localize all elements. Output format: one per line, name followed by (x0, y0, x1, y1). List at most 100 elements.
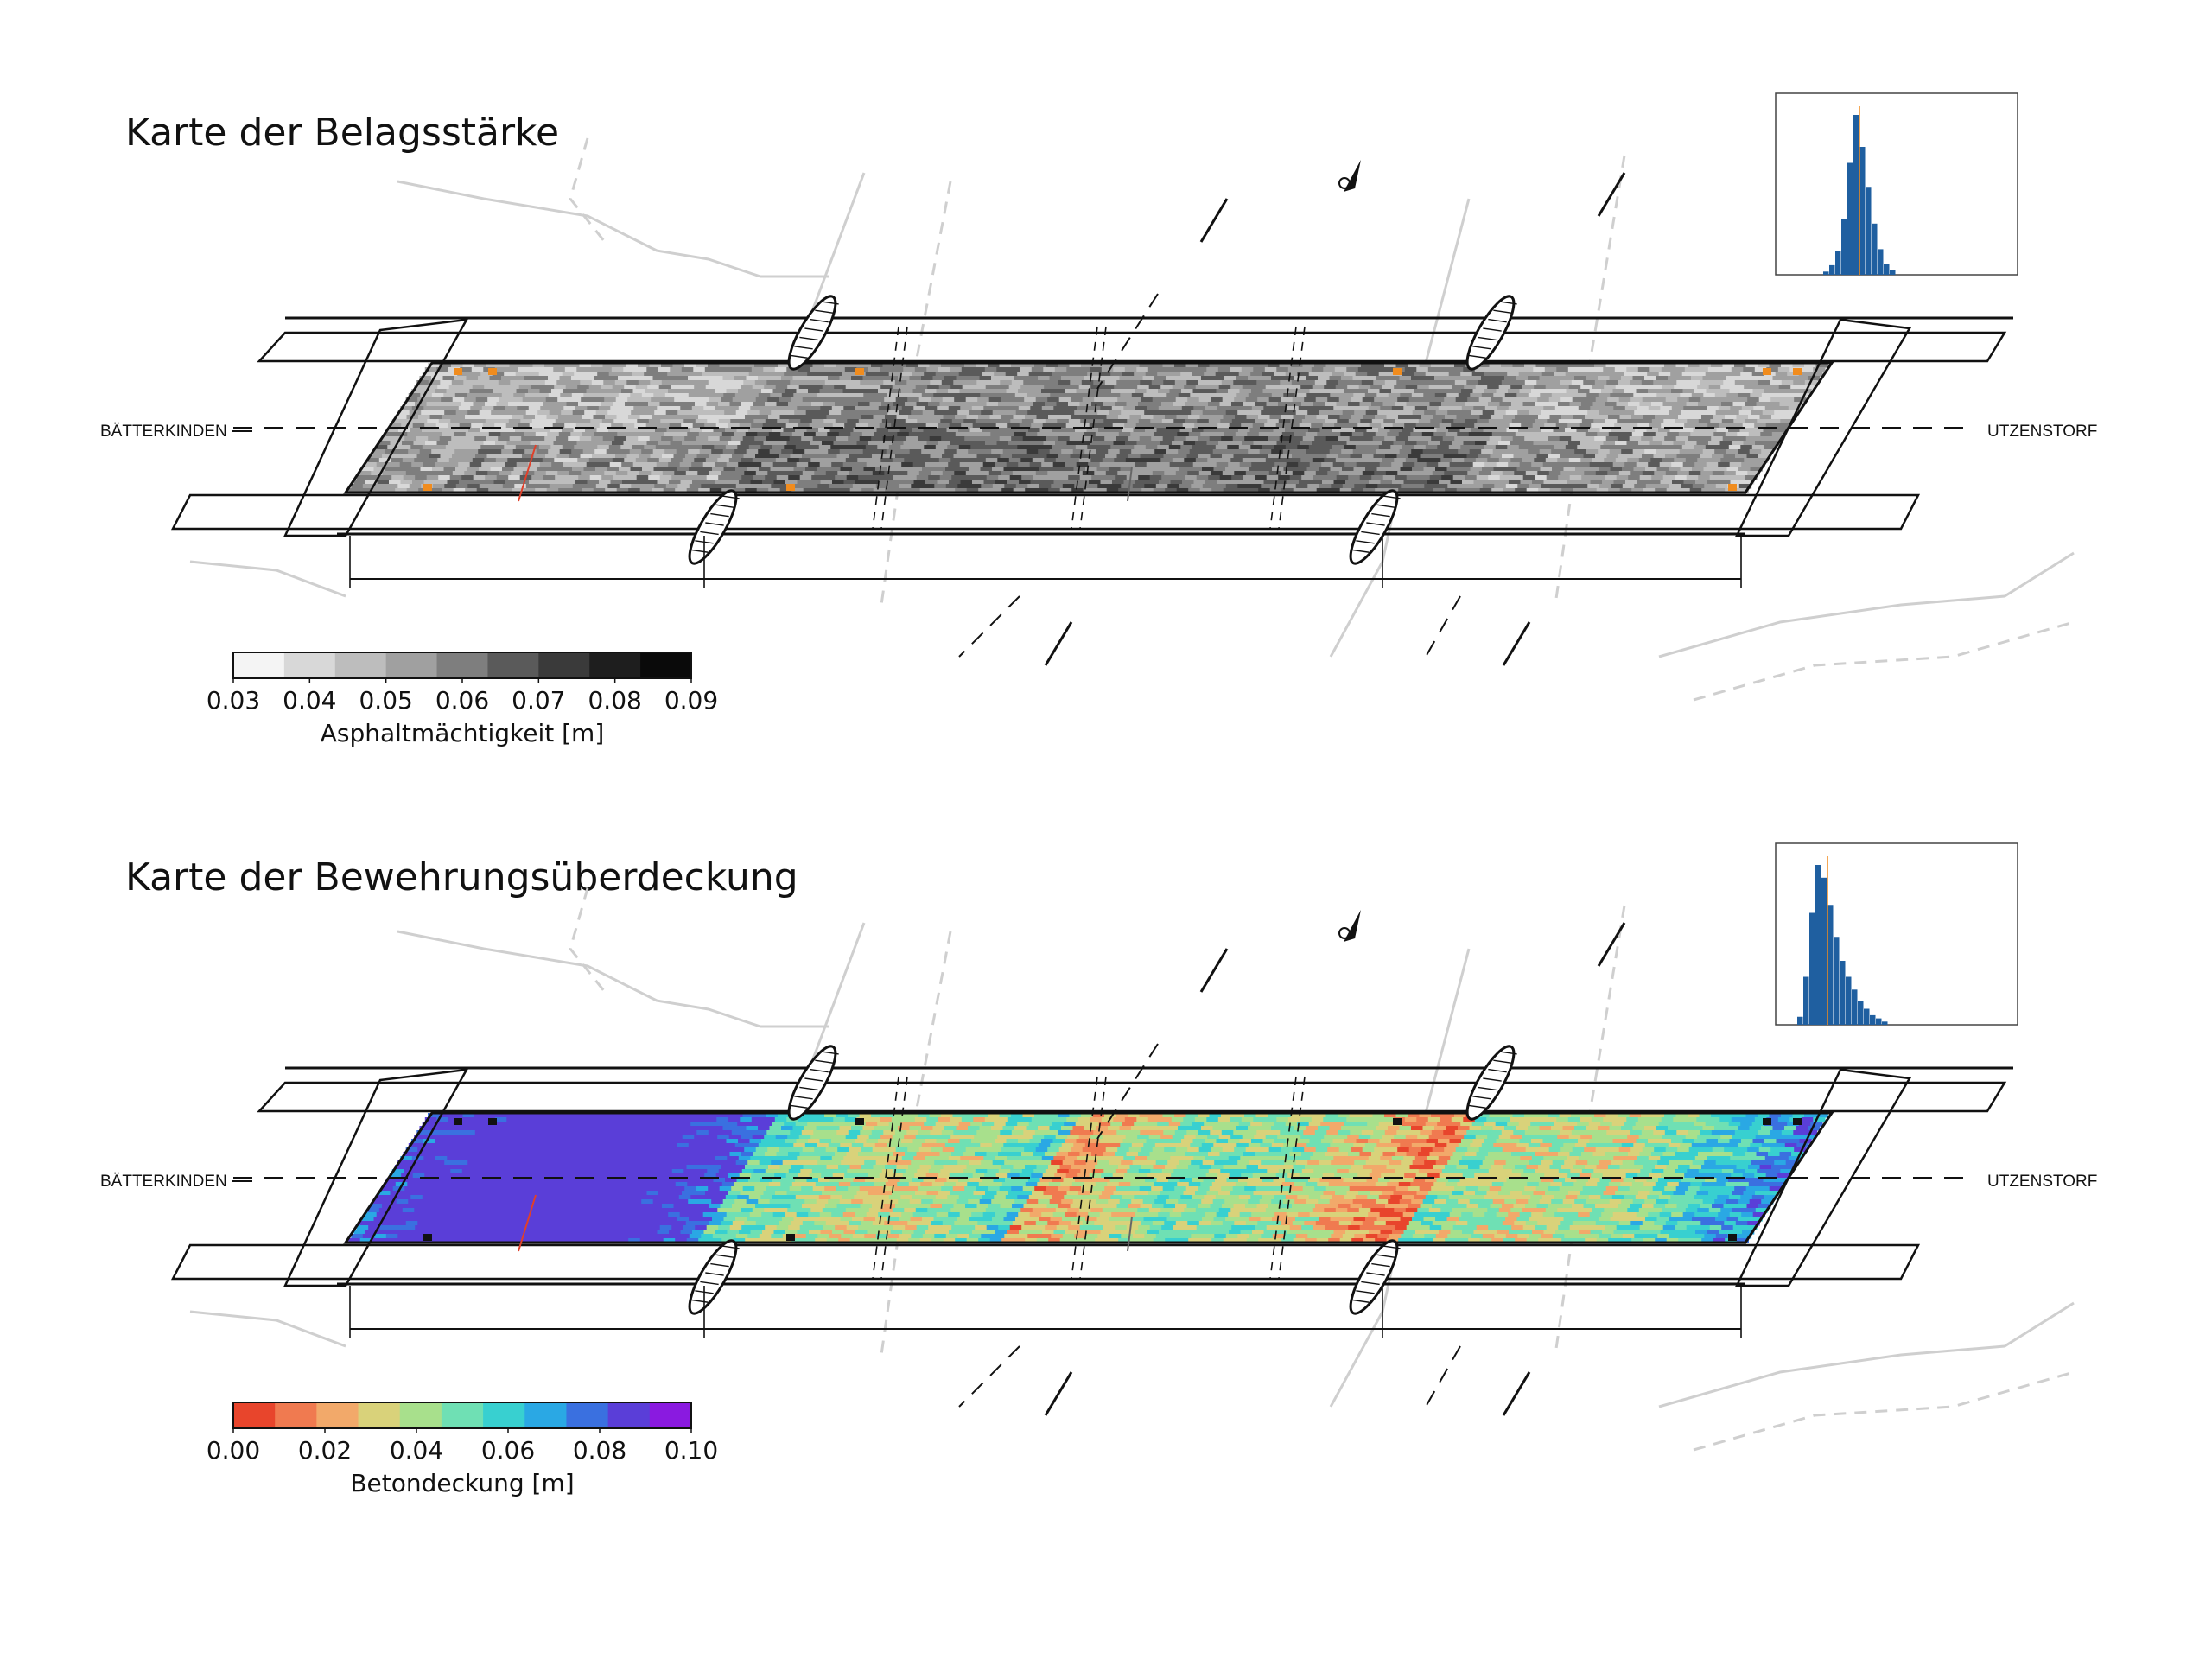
colorbar-swatch (316, 1402, 359, 1428)
abutment-left (283, 1068, 469, 1287)
histogram-bar (1827, 905, 1834, 1025)
measurement-marker (786, 1234, 795, 1241)
pier-hatched-ellipse (1349, 1239, 1399, 1315)
pier-hatch-line (1498, 301, 1517, 305)
abutment-right (1735, 1068, 1912, 1287)
pier-hatch-line (810, 318, 829, 323)
colorbar-swatch (283, 652, 336, 678)
colorbar-tick-label: 0.04 (390, 1436, 443, 1465)
measurement-marker (488, 368, 497, 375)
colorbar-label: Asphaltmächtigkeit [m] (321, 719, 605, 747)
histogram-bar (1890, 270, 1896, 275)
pier-hatch-line (1371, 512, 1390, 518)
histogram-bar (1870, 1014, 1876, 1025)
bearing-line (872, 1076, 899, 1280)
colorbar-swatch (538, 652, 590, 678)
colorbar-swatch (233, 1402, 276, 1428)
road-strip-bottom (170, 493, 1921, 531)
histogram-inset (1775, 92, 2018, 276)
colorbar-swatch (649, 1402, 692, 1428)
deck-outline (343, 361, 1834, 494)
core-leader (518, 1194, 537, 1252)
pier-hatch-line (1366, 1272, 1385, 1276)
histogram-bar (1884, 264, 1890, 275)
histogram-bar (1882, 1021, 1888, 1025)
axis-marker (1044, 621, 1073, 666)
north-arrow-icon (1338, 177, 1351, 189)
pier-hatch-line (1356, 1290, 1375, 1294)
pier-hatch-line (1351, 1299, 1370, 1303)
terrain-guide-line (1693, 620, 2075, 702)
axis-line (958, 595, 1020, 658)
pier-hatch-line (804, 327, 823, 332)
pier-hatched-ellipse (787, 1045, 837, 1121)
colorbar-tick-label: 0.04 (283, 686, 336, 715)
colorbar-swatch (436, 652, 488, 678)
measurement-marker (1793, 1118, 1802, 1125)
pier-hatched-ellipse (688, 1239, 738, 1315)
pier-hatched-ellipse (1465, 295, 1516, 371)
histogram-bar (1866, 187, 1872, 275)
histogram-bar (1876, 1018, 1882, 1025)
end-label-right: UTZENSTORF (1987, 1173, 2097, 1191)
terrain-guide-line (1693, 1370, 2075, 1452)
colorbar-swatch (334, 652, 387, 678)
core-leader (518, 444, 537, 502)
colorbar-tick-label: 0.07 (512, 686, 565, 715)
terrain-guide-line (569, 137, 607, 243)
measurement-marker (1793, 368, 1802, 375)
pier-hatch-line (789, 354, 808, 359)
pier-hatch-line (710, 512, 729, 518)
pier-hatch-line (1472, 1096, 1491, 1100)
pier-hatch-line (715, 1254, 734, 1258)
measurement-marker (786, 484, 795, 491)
bearing-line (872, 326, 899, 530)
end-label-left: BÄTTERKINDEN (100, 423, 227, 441)
terrain-guide-line (569, 887, 607, 993)
pier-hatch-line (820, 1051, 839, 1055)
pier-hatch-line (1351, 549, 1370, 553)
histogram-bar (1852, 989, 1858, 1025)
measurement-marker (855, 368, 864, 375)
bearing-line (1269, 326, 1297, 530)
pier-hatch-line (794, 346, 813, 350)
colorbar-swatch (640, 652, 692, 678)
core-leader (1127, 1216, 1133, 1252)
pier-hatch-line (690, 549, 709, 553)
colorbar-tick-label: 0.02 (298, 1436, 352, 1465)
colorbar-tick-label: 0.03 (207, 686, 260, 715)
terrain-guide-line (1658, 551, 2075, 658)
colorbar-swatch (483, 1402, 525, 1428)
histogram-bar (1847, 162, 1853, 275)
axis-line (958, 1345, 1020, 1408)
pier-hatch-line (700, 531, 719, 536)
pier-hatch-line (1483, 1077, 1502, 1082)
histogram-bar (1878, 249, 1884, 275)
colorbar-swatch (589, 652, 641, 678)
pier-hatch-line (715, 504, 734, 508)
axis-marker (1502, 621, 1531, 666)
colorbar-tick-label: 0.00 (207, 1436, 260, 1465)
histogram-bar (1840, 961, 1846, 1025)
terrain-guide-line (189, 560, 346, 598)
pier-hatch-line (1376, 1254, 1395, 1258)
pier-hatched-ellipse (787, 295, 837, 371)
pier-hatch-line (1472, 346, 1491, 350)
deck-heatmap (348, 1113, 1828, 1243)
measurement-marker (454, 368, 462, 375)
pier-hatch-line (804, 1077, 823, 1082)
bearing-line (1079, 326, 1107, 530)
pier-hatch-line (1467, 1104, 1486, 1109)
abutment-right (1735, 318, 1912, 537)
pier-hatch-line (1483, 327, 1502, 332)
axis-line (1425, 1345, 1461, 1408)
histogram-bar (1864, 1008, 1870, 1025)
pier-hatch-line (1467, 354, 1486, 359)
axis-line (1096, 293, 1159, 390)
colorbar-frame (232, 1402, 692, 1429)
axis-line (1425, 595, 1461, 658)
